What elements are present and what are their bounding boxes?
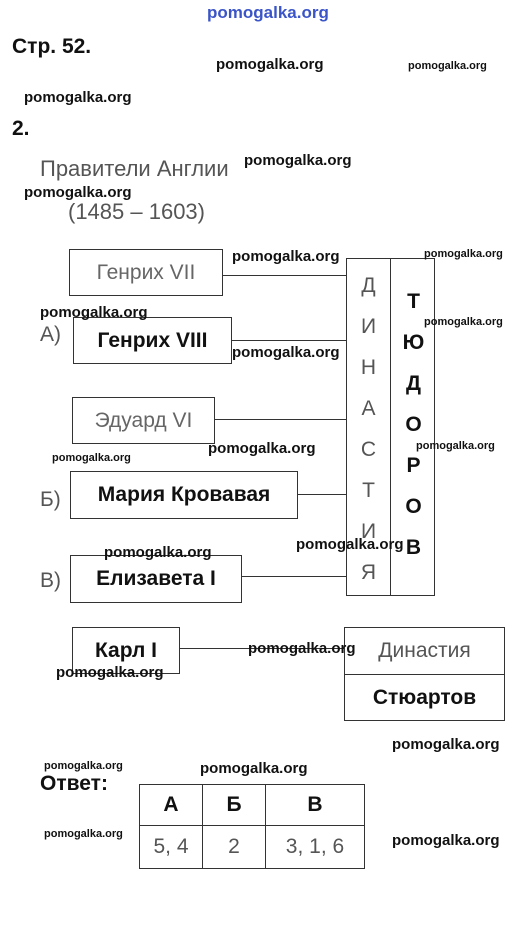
answer-label: Ответ: <box>40 772 108 795</box>
stuart-dynasty-box: Династия Стюартов <box>344 627 505 721</box>
watermark: pomogalka.org <box>232 344 340 361</box>
dynasty-letter: С <box>360 438 377 461</box>
watermark: pomogalka.org <box>248 640 356 657</box>
connector-line <box>179 648 345 649</box>
answer-header-a: А <box>139 784 203 826</box>
watermark: pomogalka.org <box>392 832 500 849</box>
watermark: pomogalka.org <box>24 184 132 201</box>
ruler-box-charles-i: Карл I <box>72 627 180 674</box>
answer-value-b: 2 <box>202 825 266 869</box>
watermark: pomogalka.org <box>416 440 495 452</box>
watermark: pomogalka.org <box>40 304 148 321</box>
watermark: pomogalka.org <box>208 440 316 457</box>
tudor-letter: Р <box>406 454 421 477</box>
connector-line <box>222 275 347 276</box>
tudor-letter: Ю <box>402 331 425 354</box>
answer-header-v: В <box>265 784 365 826</box>
ruler-letter-a: А) <box>40 323 61 346</box>
answer-value-row: 5, 4 2 3, 1, 6 <box>139 825 365 869</box>
watermark: pomogalka.org <box>232 248 340 265</box>
dynasty-letter: А <box>361 397 376 420</box>
tudor-letter: Т <box>407 290 420 313</box>
ruler-letter-b: Б) <box>40 488 61 511</box>
watermark: pomogalka.org <box>424 248 503 260</box>
watermark: pomogalka.org <box>296 536 404 553</box>
watermark: pomogalka.org <box>52 452 131 464</box>
ruler-box-henry-vii: Генрих VII <box>69 249 223 296</box>
stuart-dynasty-word: Династия <box>378 639 471 662</box>
ruler-box-edward-vi: Эдуард VI <box>72 397 215 444</box>
diagram-title: Правители Англии <box>40 156 229 181</box>
ruler-box-mary: Мария Кровавая <box>70 471 298 519</box>
dynasty-letter: Я <box>360 561 377 584</box>
answer-header-row: А Б В <box>139 784 365 826</box>
watermark: pomogalka.org <box>200 760 308 777</box>
ruler-letter-v: В) <box>40 569 61 592</box>
stuart-dynasty-name: Стюартов <box>372 686 477 709</box>
watermark: pomogalka.org <box>44 828 123 840</box>
page-label: Стр. 52. <box>12 35 92 58</box>
ruler-box-henry-viii: Генрих VIII <box>73 317 232 364</box>
connector-line <box>241 576 347 577</box>
dynasty-letter: Д <box>361 274 376 297</box>
tudor-letter: Д <box>406 372 421 395</box>
dynasty-letter: И <box>360 315 377 338</box>
watermark: pomogalka.org <box>424 316 503 328</box>
watermark: pomogalka.org <box>104 544 212 561</box>
connector-line <box>231 340 347 341</box>
tudor-letter: О <box>405 413 422 436</box>
tudor-dynasty-box: Д И Н А С Т И Я Т Ю Д О Р О В <box>346 258 435 596</box>
watermark: pomogalka.org <box>408 60 487 72</box>
watermark: pomogalka.org <box>44 760 123 772</box>
stuart-divider <box>345 674 504 675</box>
task-number: 2. <box>12 117 30 140</box>
tudor-divider <box>390 259 391 595</box>
tudor-letter: О <box>405 495 422 518</box>
dynasty-word-column: Д И Н А С Т И Я <box>347 265 390 593</box>
answer-value-a: 5, 4 <box>139 825 203 869</box>
dynasty-letter: Т <box>362 479 375 502</box>
ruler-box-elizabeth: Елизавета I <box>70 555 242 603</box>
answer-header-b: Б <box>202 784 266 826</box>
connector-line <box>214 419 347 420</box>
answer-table: А Б В 5, 4 2 3, 1, 6 <box>139 784 365 869</box>
watermark: pomogalka.org <box>207 3 329 22</box>
watermark: pomogalka.org <box>216 56 324 73</box>
answer-value-v: 3, 1, 6 <box>265 825 365 869</box>
tudor-letter: В <box>405 536 422 559</box>
connector-line <box>297 494 347 495</box>
watermark: pomogalka.org <box>392 736 500 753</box>
dynasty-letter: Н <box>360 356 377 379</box>
watermark: pomogalka.org <box>56 664 164 681</box>
dynasty-letter: И <box>360 520 377 543</box>
watermark: pomogalka.org <box>24 89 132 106</box>
watermark: pomogalka.org <box>244 152 352 169</box>
diagram-subtitle: (1485 – 1603) <box>68 199 205 224</box>
tudor-name-column: Т Ю Д О Р О В <box>391 281 436 568</box>
